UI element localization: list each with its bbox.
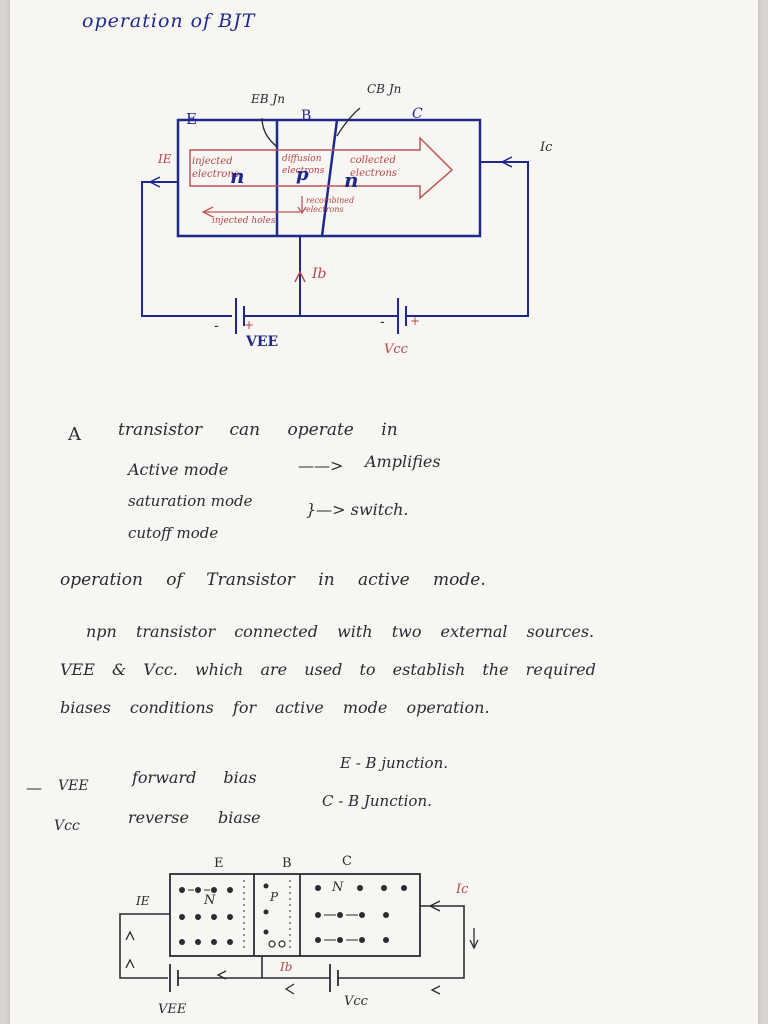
bias-row1-junction: E - B junction. [340, 754, 449, 772]
carrier-vcc-label: Vcc [344, 994, 368, 1009]
terminal-e-label: E [186, 110, 197, 128]
electron-flow-arrow [189, 136, 454, 200]
current-ib-label: Ib [312, 266, 327, 282]
mode-cutoff: cutoff mode [128, 524, 219, 542]
page-title: operation of BJT [82, 10, 256, 32]
eb-junction-pointer [261, 117, 277, 147]
mode-active-use: Amplifies [365, 452, 441, 471]
collector-region-type: n [344, 168, 359, 192]
paragraph-line1: npn transistor connected with two extern… [86, 622, 595, 641]
vee-plus: + [244, 318, 255, 332]
cb-junction-label: CB Jn [367, 82, 402, 96]
modes-switch: }—> switch. [306, 500, 409, 519]
mode-saturation: saturation mode [128, 492, 253, 510]
current-ie-label: IE [158, 152, 172, 166]
carrier-region-emitter: N [204, 893, 216, 908]
carrier-transistor-body [169, 873, 421, 957]
cb-junction-pointer [336, 107, 361, 137]
vcc-label: Vcc [384, 342, 408, 357]
bias-row1-type: forward bias [132, 768, 257, 787]
notes-line1-a: A [68, 424, 81, 445]
vee-label: VEE [246, 334, 279, 350]
cb-junction-line [320, 119, 339, 237]
carrier-emitter-wire [119, 913, 170, 979]
emitter-region-type: n [230, 164, 245, 188]
carrier-region-base: P [270, 890, 279, 904]
injected-holes-label: injected holes [212, 216, 276, 226]
emitter-wire [141, 181, 232, 317]
mode-active-arrow: ——> [298, 456, 344, 475]
paragraph-line3: biases conditions for active mode operat… [60, 698, 490, 717]
vcc-minus: - [380, 314, 385, 330]
collector-electrons [315, 885, 407, 943]
carrier-region-collector: N [332, 880, 344, 895]
bias-row1-label: VEE [58, 778, 89, 794]
transistor-body [176, 118, 482, 238]
paragraph-line2: VEE & Vcc. which are used to establish t… [60, 660, 596, 679]
paragraph-heading: operation of Transistor in active mode. [60, 570, 486, 590]
emitter-region-text: injected electrons [192, 156, 240, 180]
carrier-vee-label: VEE [158, 1002, 187, 1017]
carrier-current-ib: Ib [280, 960, 293, 974]
eb-junction-label: EB Jn [251, 92, 285, 106]
carrier-terminal-e: E [214, 856, 224, 871]
terminal-b-label: B [301, 108, 312, 124]
base-region-text: diffusion electrons [282, 154, 325, 176]
bias-row2-junction: C - B Junction. [322, 792, 432, 810]
base-region-type: p [296, 164, 309, 185]
notebook-page [10, 0, 758, 1024]
emitter-electrons [179, 887, 233, 945]
vee-minus: - [214, 318, 219, 334]
carrier-current-ic: Ic [456, 882, 469, 897]
terminal-c-label: C [412, 106, 423, 122]
mode-active: Active mode [128, 460, 229, 479]
notes-line1: transistor can operate in [118, 420, 398, 440]
bias-row2-label: Vcc [54, 818, 80, 834]
bias-row2-type: reverse biase [128, 808, 261, 827]
carrier-terminal-c: C [342, 854, 352, 869]
collector-wire [406, 161, 529, 317]
bjt-circuit-diagram [141, 107, 529, 334]
recombined-label: recombined electrons [306, 196, 355, 214]
carrier-current-ie: IE [136, 894, 150, 908]
current-ic-label: Ic [540, 140, 553, 155]
bias-row1-dash: — [26, 778, 42, 797]
carrier-terminal-b: B [282, 856, 292, 871]
base-carriers [263, 883, 269, 935]
carrier-collector-wire [338, 905, 465, 979]
collector-region-text: collected electrons [350, 155, 398, 179]
vcc-plus: + [410, 314, 421, 328]
